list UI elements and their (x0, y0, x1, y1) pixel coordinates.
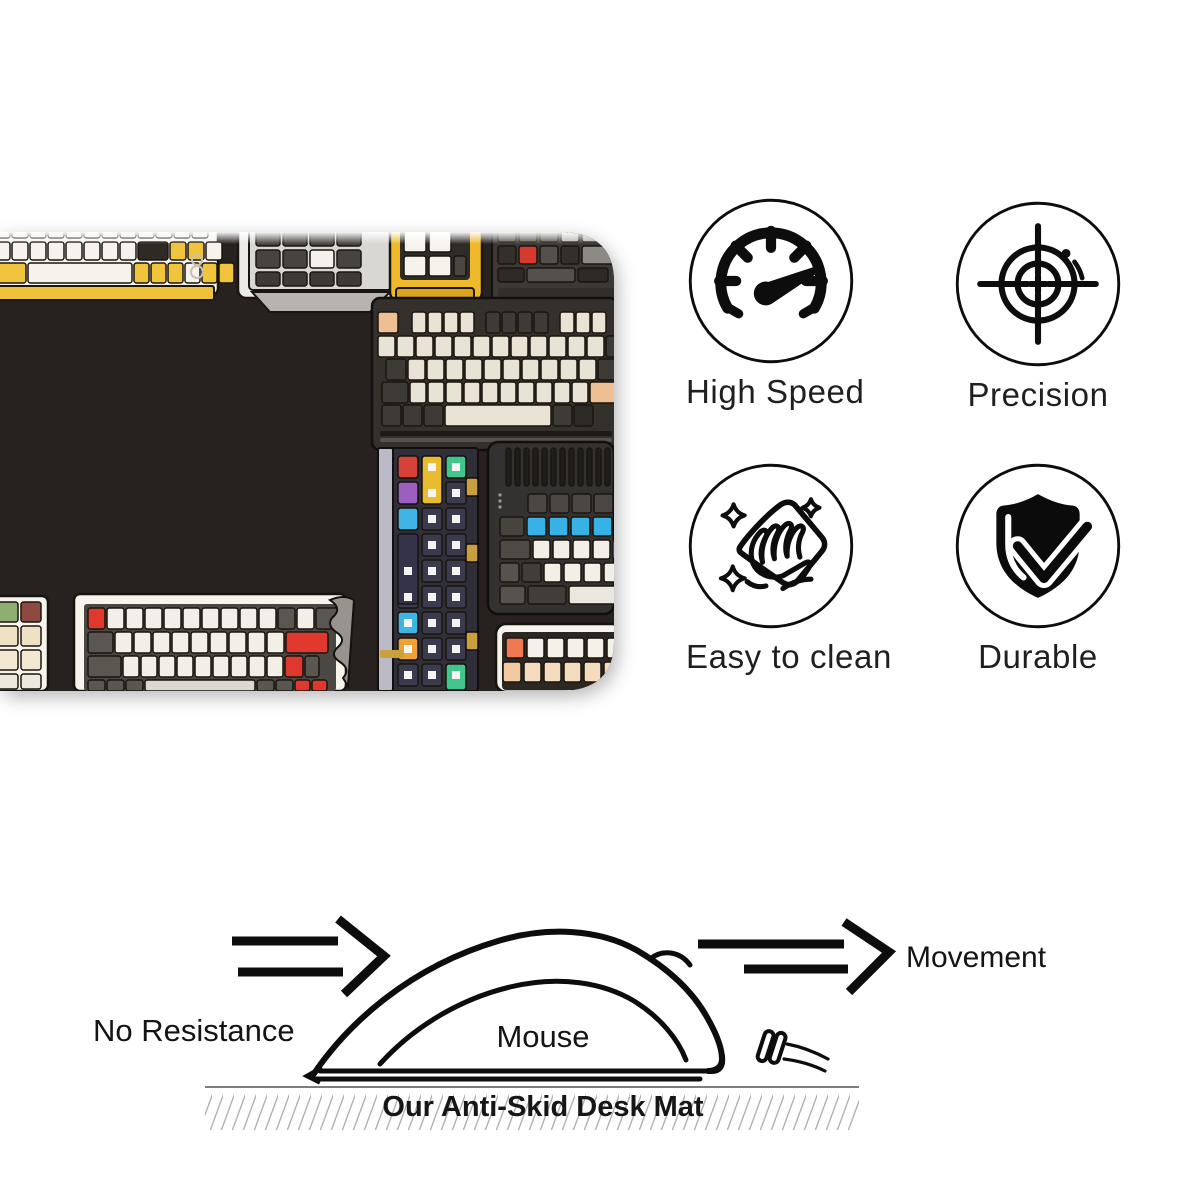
mat-top-glare (0, 232, 614, 244)
feature-label: Easy to clean (686, 638, 892, 675)
no-resistance-label: No Resistance (93, 1013, 295, 1048)
mouse-outline (302, 928, 726, 1085)
feature-durable: Durable (953, 461, 1123, 675)
keyboard-illustrations (0, 232, 614, 691)
desk-mat-photo (0, 232, 614, 691)
feature-precision: Precision (953, 199, 1123, 413)
feature-easy-to-clean: Easy to clean (686, 461, 891, 675)
feature-label: High Speed (686, 373, 865, 410)
crosshair-target-icon (955, 201, 1121, 367)
desk-mat-illustration (0, 232, 614, 691)
mouse-cable (755, 1029, 830, 1073)
feature-high-speed: High Speed (686, 196, 864, 410)
resistance-arrow (232, 915, 391, 998)
wiping-hand-icon (688, 463, 854, 629)
diagram-caption: Our Anti-Skid Desk Mat (382, 1091, 704, 1123)
speedometer-icon (688, 198, 854, 364)
ground-hatching (205, 1088, 859, 1130)
movement-label: Movement (906, 941, 1047, 974)
movement-arrow (698, 918, 897, 996)
mouse-label: Mouse (496, 1019, 590, 1054)
feature-label: Durable (978, 638, 1098, 675)
feature-label: Precision (967, 376, 1109, 413)
shield-check-icon (955, 463, 1121, 629)
mouse-diagram (205, 915, 897, 1130)
